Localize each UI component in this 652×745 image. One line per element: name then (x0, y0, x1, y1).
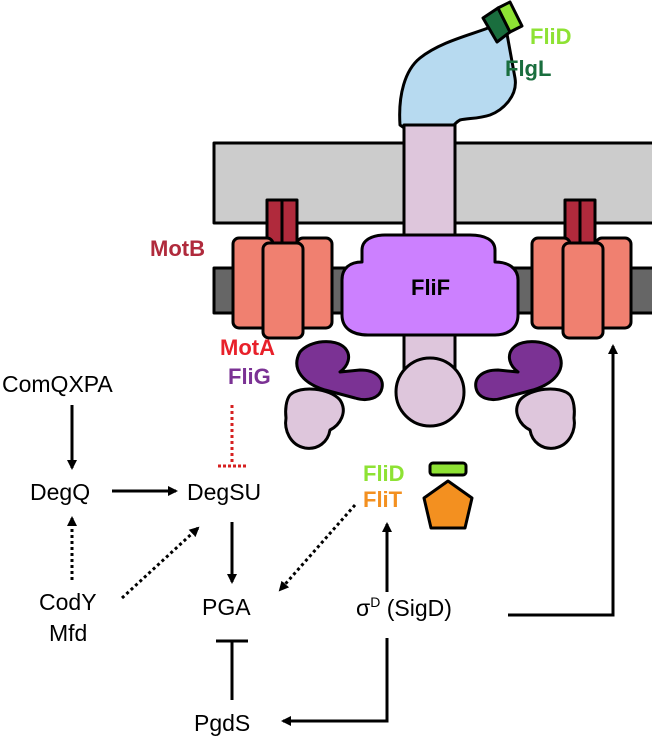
edge-cody-degsu (120, 526, 200, 600)
node-sigd: σD (SigD) (356, 594, 452, 621)
flig-right (474, 340, 563, 402)
edge-sigd-motor (508, 344, 618, 617)
flif-ms-ring (340, 233, 520, 337)
label-motb: MotB (150, 236, 205, 261)
flagellar-rod (402, 123, 457, 247)
c-ring-lobe-left (284, 387, 345, 450)
mota-right-block-3 (561, 241, 605, 340)
node-degsu: DegSU (187, 479, 261, 505)
node-mfd: Mfd (49, 620, 87, 646)
edge-mota-degsu-inhibition (218, 405, 246, 468)
mota-left-block-3 (261, 241, 305, 340)
c-ring-center (394, 356, 466, 428)
flagellar-hook (398, 24, 517, 134)
edge-flit-pga (278, 504, 357, 592)
label-flgl: FlgL (505, 56, 551, 81)
label-flid-top: FliD (530, 24, 572, 49)
regulatory-edges (67, 344, 618, 726)
label-flit: FliT (363, 487, 403, 512)
flit-pentagon (422, 479, 474, 530)
sigd-superscript: D (370, 594, 380, 610)
node-cody: CodY (39, 589, 97, 615)
label-flif: FliF (411, 275, 450, 300)
flid-bar-small (428, 461, 468, 477)
flagellar-motor-structure (212, 0, 652, 530)
node-pga: PGA (202, 594, 251, 620)
node-comqxpa: ComQXPA (2, 371, 113, 397)
label-mota: MotA (220, 335, 275, 360)
motb-left-bar-2 (280, 198, 299, 247)
motb-right-bar-2 (578, 198, 597, 247)
c-ring-lobe-right (515, 387, 576, 450)
edge-sigd-pgds (281, 638, 389, 726)
node-degq: DegQ (30, 479, 90, 505)
sigd-rest: (SigD) (380, 595, 452, 621)
label-flid-mid: FliD (363, 461, 405, 486)
label-flig: FliG (228, 364, 271, 389)
sigd-sigma: σ (356, 595, 370, 621)
flid-cap-top (496, 0, 524, 34)
node-pgds: PgdS (194, 710, 250, 736)
